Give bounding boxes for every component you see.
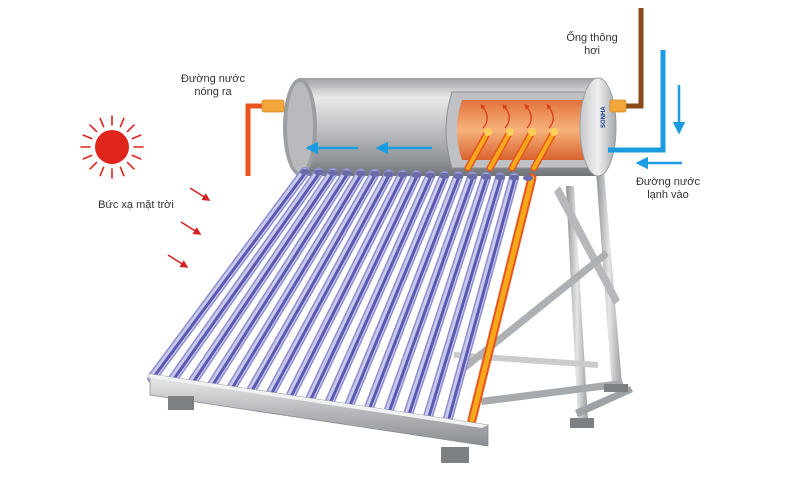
vacuum-tube bbox=[324, 170, 436, 407]
foot bbox=[604, 384, 628, 392]
flow-arrow-icon bbox=[546, 104, 554, 129]
flow-arrow-icon bbox=[502, 104, 510, 129]
sun-ray bbox=[89, 161, 98, 170]
storage-tank: SONHA bbox=[283, 77, 617, 177]
vacuum-tube bbox=[285, 169, 408, 402]
vacuum-tube bbox=[305, 170, 422, 404]
heat-pipes bbox=[464, 128, 558, 172]
sun-ray bbox=[82, 154, 93, 160]
vacuum-tube bbox=[186, 167, 338, 389]
heat-pipe-condenser bbox=[486, 128, 514, 172]
sun-ray bbox=[99, 117, 105, 128]
hot-water-pipe bbox=[245, 99, 285, 176]
vacuum-tube bbox=[206, 168, 352, 391]
vacuum-tube bbox=[384, 171, 478, 415]
vacuum-tube bbox=[364, 171, 464, 412]
foot bbox=[570, 418, 594, 428]
vacuum-tube bbox=[403, 171, 492, 418]
vacuum-tube bbox=[226, 168, 366, 394]
vent-pipe-label: Ống thông hơi bbox=[566, 32, 618, 57]
sun-ray bbox=[126, 124, 135, 133]
hot-water-outlet-label: Đường nước nóng ra bbox=[180, 73, 245, 98]
flow-arrow-icon bbox=[480, 104, 488, 129]
sun-ray bbox=[131, 134, 142, 140]
radiation-arrow-icon bbox=[180, 221, 202, 235]
sun-ray bbox=[89, 124, 98, 133]
vacuum-tube bbox=[423, 172, 506, 420]
vacuum-tube bbox=[443, 172, 520, 423]
vacuum-tube bbox=[344, 170, 450, 410]
vacuum-tube-heated bbox=[467, 173, 537, 425]
bottom-frame bbox=[146, 373, 489, 463]
radiation-arrows bbox=[167, 187, 211, 268]
vacuum-tubes bbox=[147, 167, 537, 425]
foot bbox=[441, 447, 469, 463]
sun-ray bbox=[126, 161, 135, 170]
radiation-arrow-icon bbox=[189, 187, 211, 201]
sun-ray bbox=[82, 134, 93, 140]
heat-pipe-condenser bbox=[530, 128, 558, 172]
sun-ray bbox=[119, 117, 125, 128]
heat-flow-arrows bbox=[480, 104, 554, 129]
vacuum-tube bbox=[166, 167, 324, 386]
cold-water-pipe bbox=[608, 50, 686, 170]
support-stand bbox=[454, 170, 633, 428]
vacuum-tube bbox=[245, 168, 380, 397]
sun-ray bbox=[99, 166, 105, 177]
sun-ray bbox=[119, 166, 125, 177]
heat-pipe-condenser bbox=[508, 128, 536, 172]
sun-ray bbox=[131, 154, 142, 160]
vent-pipe bbox=[609, 8, 644, 113]
radiation-arrow-icon bbox=[167, 254, 189, 268]
vacuum-tube bbox=[265, 169, 394, 399]
heat-pipe-condenser bbox=[464, 128, 492, 172]
solar-radiation-label: Bức xạ mặt trời bbox=[98, 199, 174, 211]
cold-water-inlet-label: Đường nước lạnh vào bbox=[635, 176, 700, 201]
foot bbox=[168, 396, 194, 410]
sun-icon bbox=[80, 115, 144, 179]
vacuum-tube bbox=[147, 167, 310, 383]
flow-arrow-icon bbox=[524, 104, 532, 129]
tank-inner-orange bbox=[457, 100, 586, 160]
brand-logo: SONHA bbox=[601, 106, 607, 128]
